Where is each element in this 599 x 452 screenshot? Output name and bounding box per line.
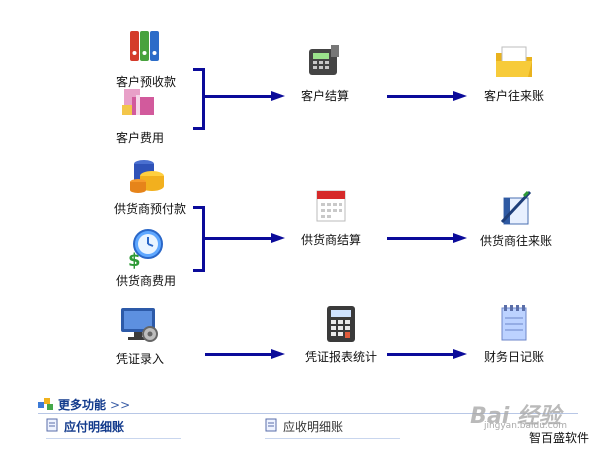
more-functions-label: 更多功能 xyxy=(58,398,107,412)
coin-stack-icon xyxy=(128,154,172,198)
row2-right-arrowhead xyxy=(453,233,467,243)
customer-ledger-item[interactable]: 客户往来账 xyxy=(484,41,544,104)
notepad-icon xyxy=(492,302,536,346)
supplier-ledger-item[interactable]: 供货商往来账 xyxy=(480,186,552,249)
row1-right-arrowhead xyxy=(453,91,467,101)
group2-bracket-top xyxy=(193,206,205,209)
cash-journal-label: 财务日记账 xyxy=(484,350,545,364)
row3-right-arrow-line xyxy=(387,353,453,356)
payable-detail-label: 应付明细账 xyxy=(64,420,125,434)
supplier-ledger-label: 供货商往来账 xyxy=(480,234,553,248)
watermark-text: Bai 经验 xyxy=(470,404,561,429)
receivable-detail-link[interactable]: 应收明细账 xyxy=(265,418,400,439)
customer-settlement-label: 客户结算 xyxy=(301,89,350,103)
supplier-prepayment-label: 供货商预付款 xyxy=(114,202,187,216)
group2-arrowhead xyxy=(271,233,285,243)
row1-right-arrow-line xyxy=(387,95,453,98)
customer-ledger-label: 客户往来账 xyxy=(484,89,545,103)
calendar-icon xyxy=(309,185,353,229)
receivable-underline xyxy=(265,438,400,439)
group1-arrow-line xyxy=(205,95,271,98)
document-icon xyxy=(265,418,277,435)
customer-prepayment-label: 客户预收款 xyxy=(116,75,177,89)
row2-right-arrow-line xyxy=(387,237,453,240)
group2-bracket-vertical xyxy=(202,206,205,272)
clock-dollar-icon: $ xyxy=(124,226,168,271)
pen-notebook-icon xyxy=(494,186,538,230)
customer-expense-label: 客户费用 xyxy=(116,131,165,145)
payable-underline xyxy=(46,438,181,439)
group1-bracket-bottom xyxy=(193,127,205,130)
group1-arrowhead xyxy=(271,91,285,101)
open-folder-icon xyxy=(492,41,536,85)
customer-expense-item[interactable]: 客户费用 xyxy=(116,83,164,146)
voucher-entry-item[interactable]: 凭证录入 xyxy=(116,304,164,367)
more-functions-divider xyxy=(38,413,578,414)
cash-journal-item[interactable]: 财务日记账 xyxy=(484,302,544,365)
group1-bracket-top xyxy=(193,68,205,71)
voucher-entry-label: 凭证录入 xyxy=(116,352,165,366)
payable-detail-link[interactable]: 应付明细账 xyxy=(46,418,181,439)
calculator-icon xyxy=(319,302,363,346)
document-icon xyxy=(46,418,58,435)
group2-bracket-bottom xyxy=(193,269,205,272)
customer-prepayment-item[interactable]: 客户预收款 xyxy=(116,27,176,90)
voucher-report-label: 凭证报表统计 xyxy=(305,350,378,364)
voucher-report-item[interactable]: 凭证报表统计 xyxy=(305,302,377,365)
supplier-prepayment-item[interactable]: 供货商预付款 xyxy=(114,154,186,217)
pos-terminal-icon xyxy=(303,41,347,85)
supplier-settlement-label: 供货商结算 xyxy=(301,233,362,247)
monitor-gear-icon xyxy=(118,304,162,348)
row3-left-arrow-line xyxy=(205,353,271,356)
brand-text: 智百盛软件 xyxy=(528,431,589,445)
more-functions-header[interactable]: 更多功能 >> xyxy=(38,396,130,413)
gift-box-icon xyxy=(118,83,162,127)
row3-left-arrowhead xyxy=(271,349,285,359)
group1-bracket-vertical xyxy=(202,68,205,130)
row3-right-arrowhead xyxy=(453,349,467,359)
folder-binders-icon xyxy=(124,27,168,71)
receivable-detail-label: 应收明细账 xyxy=(283,420,344,434)
group2-arrow-line xyxy=(205,237,271,240)
supplier-expense-label: 供货商费用 xyxy=(116,274,177,288)
watermark-url: jingyan.baidu.com xyxy=(483,421,567,431)
supplier-settlement-item[interactable]: 供货商结算 xyxy=(301,185,361,248)
svg-text:$: $ xyxy=(128,250,141,270)
blocks-icon xyxy=(38,396,54,413)
customer-settlement-item[interactable]: 客户结算 xyxy=(301,41,349,104)
more-chevron-icon: >> xyxy=(110,397,131,412)
supplier-expense-item[interactable]: $ 供货商费用 xyxy=(116,226,176,289)
